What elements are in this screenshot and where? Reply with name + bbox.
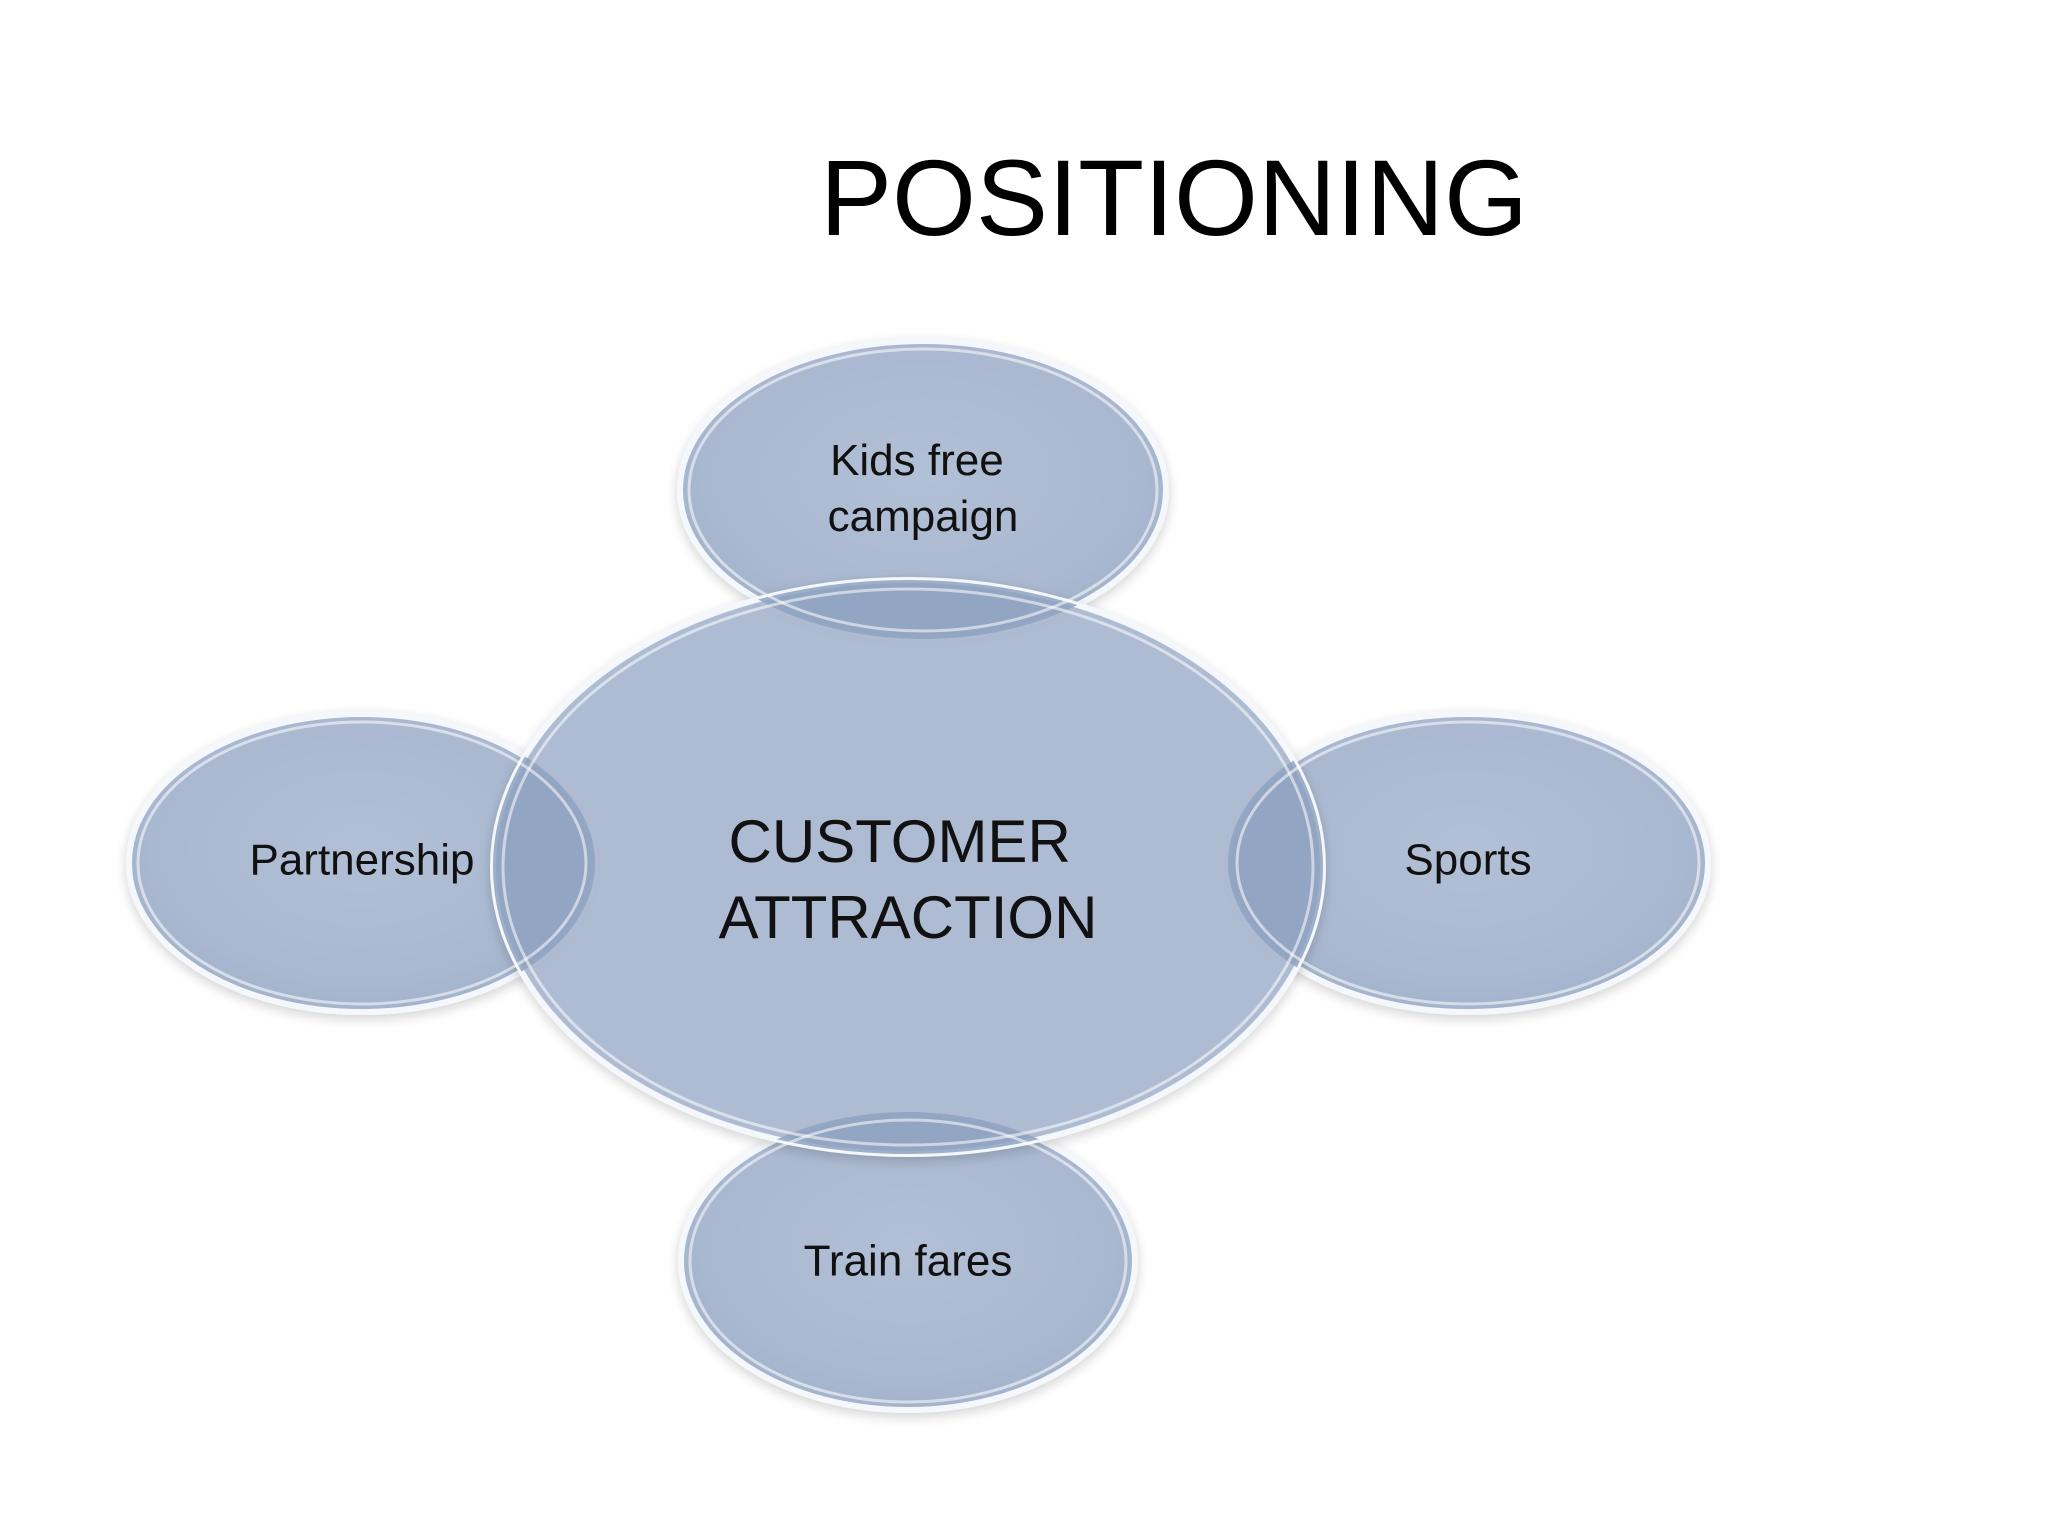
slide-title: POSITIONING — [820, 137, 1529, 258]
label-kids-free-campaign: Kids free campaign — [828, 436, 1019, 541]
label-kids-free-campaign-line2: campaign — [828, 492, 1019, 541]
label-partnership: Partnership — [249, 836, 474, 885]
rim-highlights — [136, 347, 1701, 1404]
label-kids-free-campaign-line1: Kids free — [830, 436, 1004, 485]
label-customer-attraction-line2: ATTRACTION — [719, 884, 1098, 951]
label-sports: Sports — [1404, 836, 1531, 885]
label-customer-attraction-line1: CUSTOMER — [729, 808, 1071, 875]
label-customer-attraction: CUSTOMER ATTRACTION — [719, 808, 1098, 951]
label-train-fares: Train fares — [804, 1237, 1013, 1286]
